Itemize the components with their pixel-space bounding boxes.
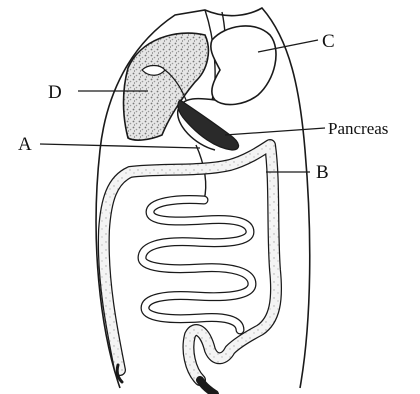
leader-line-a [40,144,200,148]
leader-line-pancreas [225,128,325,135]
label-a: A [18,134,32,155]
rectum [200,380,215,394]
label-c: C [322,31,335,52]
label-pancreas: Pancreas [328,119,388,138]
stomach [211,26,276,105]
label-b: B [316,162,329,183]
label-d: D [48,82,62,103]
pancreas [178,100,239,150]
large-intestine-fill [104,145,276,380]
